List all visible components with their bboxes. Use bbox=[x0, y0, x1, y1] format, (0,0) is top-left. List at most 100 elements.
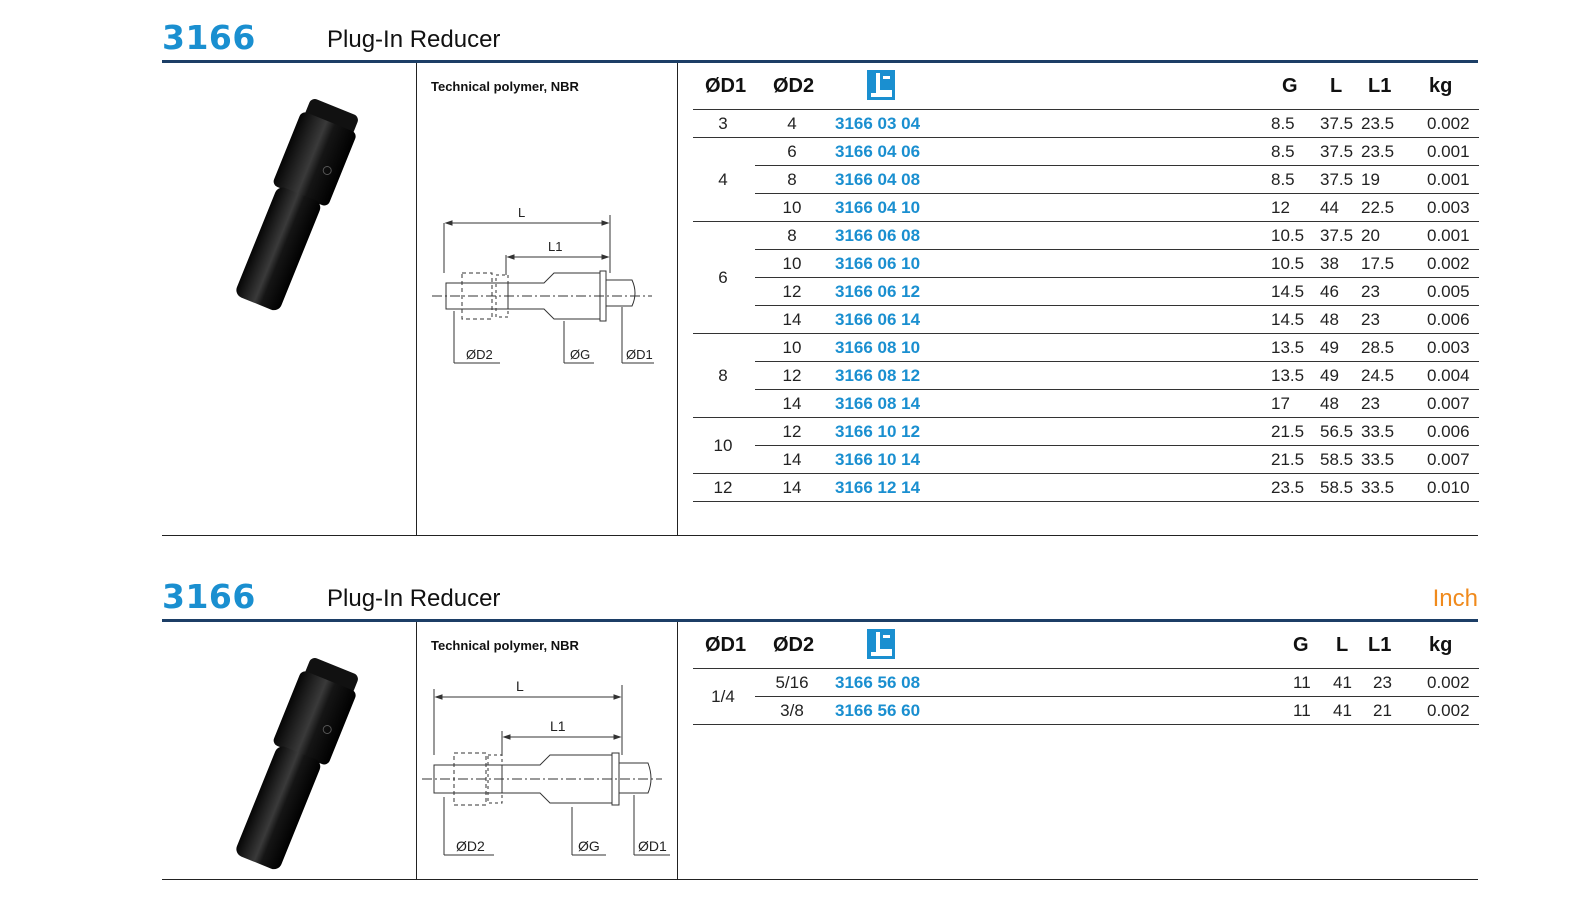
cell-g: 21.5 bbox=[1271, 422, 1305, 441]
row-separator bbox=[693, 137, 1479, 138]
cell-l: 44 bbox=[1320, 198, 1339, 217]
cell-g: 8.5 bbox=[1271, 142, 1295, 161]
cell-d2: 8 bbox=[787, 170, 797, 189]
cell-l1: 20 bbox=[1361, 226, 1380, 245]
row-separator bbox=[693, 417, 1479, 418]
cell-code[interactable]: 3166 56 60 bbox=[835, 701, 921, 720]
cell-code[interactable]: 3166 10 12 bbox=[835, 422, 921, 441]
dim-od1-label: ØD1 bbox=[626, 347, 653, 362]
cell-d2: 12 bbox=[782, 366, 802, 385]
cell-g: 14.5 bbox=[1271, 310, 1305, 329]
technical-drawing: L L1 ØD2 ØG ØD1 bbox=[422, 678, 670, 856]
cell-l1: 22.5 bbox=[1361, 198, 1395, 217]
cell-code[interactable]: 3166 04 06 bbox=[835, 142, 921, 161]
product-photo bbox=[236, 99, 358, 311]
cell-l1: 23.5 bbox=[1361, 142, 1395, 161]
cell-g: 8.5 bbox=[1271, 170, 1295, 189]
row-separator bbox=[693, 221, 1479, 222]
cell-l: 37.5 bbox=[1320, 170, 1354, 189]
cell-kg: 0.002 bbox=[1427, 254, 1470, 273]
cell-l1: 33.5 bbox=[1361, 422, 1395, 441]
cell-l1: 17.5 bbox=[1361, 254, 1395, 273]
header-g: G bbox=[1293, 634, 1309, 656]
row-separator bbox=[755, 305, 1479, 306]
row-separator bbox=[693, 473, 1479, 474]
cell-code[interactable]: 3166 06 10 bbox=[835, 254, 921, 273]
cell-kg: 0.010 bbox=[1427, 478, 1470, 497]
row-separator bbox=[755, 445, 1479, 446]
cell-kg: 0.006 bbox=[1427, 310, 1470, 329]
cell-kg: 0.006 bbox=[1427, 422, 1470, 441]
header-l1: L1 bbox=[1368, 75, 1392, 97]
section-code: 3166 bbox=[162, 577, 256, 616]
cell-l1: 28.5 bbox=[1361, 338, 1395, 357]
cell-code[interactable]: 3166 08 12 bbox=[835, 366, 921, 385]
technical-drawing: L L1 ØD2 ØG ØD1 bbox=[432, 205, 654, 364]
cell-l1: 19 bbox=[1361, 170, 1380, 189]
cell-g: 13.5 bbox=[1271, 338, 1305, 357]
cell-d1: 3 bbox=[718, 114, 728, 133]
cell-g: 8.5 bbox=[1271, 114, 1295, 133]
cell-g: 10.5 bbox=[1271, 254, 1305, 273]
header-rule bbox=[693, 109, 1479, 110]
cell-l1: 33.5 bbox=[1361, 478, 1395, 497]
cell-kg: 0.003 bbox=[1427, 338, 1470, 357]
cell-d2: 5/16 bbox=[775, 673, 809, 692]
cell-code[interactable]: 3166 06 14 bbox=[835, 310, 921, 329]
row-separator bbox=[755, 389, 1479, 390]
cell-g: 23.5 bbox=[1271, 478, 1305, 497]
cell-d1: 12 bbox=[713, 478, 733, 497]
row-separator bbox=[693, 333, 1479, 334]
cell-code[interactable]: 3166 56 08 bbox=[835, 673, 921, 692]
section-code: 3166 bbox=[162, 18, 256, 57]
cell-d2: 14 bbox=[782, 310, 802, 329]
row-separator bbox=[755, 165, 1479, 166]
cell-g: 10.5 bbox=[1271, 226, 1305, 245]
section-bottom-rule bbox=[162, 535, 1478, 536]
cell-l1: 23 bbox=[1361, 282, 1380, 301]
cell-g: 21.5 bbox=[1271, 450, 1305, 469]
header-kg: kg bbox=[1429, 634, 1453, 656]
dim-l-label: L bbox=[518, 205, 525, 220]
cell-d2: 3/8 bbox=[780, 701, 804, 720]
cell-code[interactable]: 3166 10 14 bbox=[835, 450, 921, 469]
cell-l: 48 bbox=[1320, 310, 1339, 329]
header-d2: ØD2 bbox=[773, 75, 815, 97]
header-l1: L1 bbox=[1368, 634, 1392, 656]
cell-l1: 23.5 bbox=[1361, 114, 1395, 133]
cell-l: 41 bbox=[1333, 673, 1352, 692]
cell-code[interactable]: 3166 12 14 bbox=[835, 478, 921, 497]
header-d1: ØD1 bbox=[705, 75, 747, 97]
cell-d1: 8 bbox=[718, 366, 728, 385]
cell-d2: 10 bbox=[782, 254, 802, 273]
cell-kg: 0.003 bbox=[1427, 198, 1470, 217]
header-d2: ØD2 bbox=[773, 634, 815, 656]
cell-code[interactable]: 3166 03 04 bbox=[835, 114, 921, 133]
product-photo bbox=[236, 658, 358, 870]
cell-g: 11 bbox=[1293, 701, 1311, 720]
cell-code[interactable]: 3166 04 08 bbox=[835, 170, 921, 189]
cell-d2: 14 bbox=[782, 394, 802, 413]
material-label: Technical polymer, NBR bbox=[431, 79, 579, 94]
row-separator bbox=[755, 249, 1479, 250]
cell-code[interactable]: 3166 06 08 bbox=[835, 226, 921, 245]
cell-code[interactable]: 3166 06 12 bbox=[835, 282, 921, 301]
cell-code[interactable]: 3166 08 14 bbox=[835, 394, 921, 413]
cell-code[interactable]: 3166 08 10 bbox=[835, 338, 921, 357]
cell-code[interactable]: 3166 04 10 bbox=[835, 198, 921, 217]
cell-l: 58.5 bbox=[1320, 478, 1354, 497]
cell-l1: 33.5 bbox=[1361, 450, 1395, 469]
cell-kg: 0.001 bbox=[1427, 170, 1470, 189]
dim-l1-label: L1 bbox=[548, 239, 562, 254]
cell-d1: 1/4 bbox=[711, 687, 735, 706]
cell-d2: 8 bbox=[787, 226, 797, 245]
cell-l: 49 bbox=[1320, 338, 1339, 357]
